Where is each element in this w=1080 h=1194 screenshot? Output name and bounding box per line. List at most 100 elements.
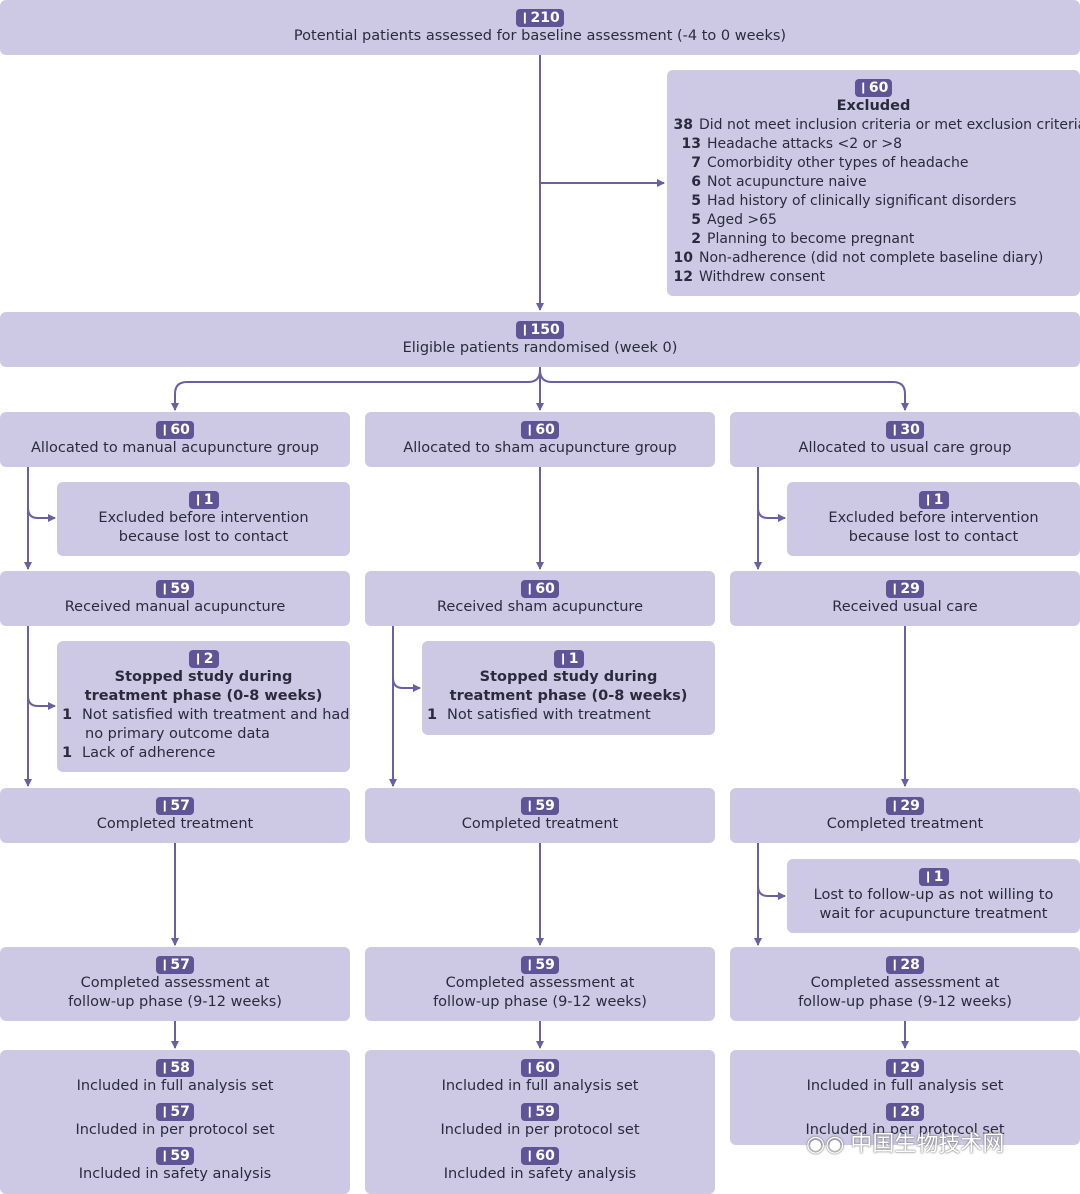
sham-analysis-box: ❙60 Included in full analysis set ❙59 In…: [365, 1050, 715, 1194]
usual-excluded-box: ❙1 Excluded before intervention because …: [787, 482, 1080, 556]
person-count-badge: ❙30: [886, 421, 924, 439]
manual-excluded-box: ❙1 Excluded before intervention because …: [57, 482, 350, 556]
person-count-badge: ❙60: [521, 1059, 559, 1077]
person-count-badge: ❙1: [918, 868, 949, 886]
person-count-badge: ❙57: [156, 797, 194, 815]
person-icon: ❙: [923, 870, 933, 883]
excluded-line2: because lost to contact: [848, 529, 1019, 545]
per-protocol-label: Included in per protocol set: [440, 1122, 640, 1138]
person-icon: ❙: [525, 1105, 535, 1118]
person-count-badge: ❙59: [521, 1103, 559, 1121]
person-icon: ❙: [858, 81, 868, 94]
per-protocol-label: Included in per protocol set: [75, 1122, 275, 1138]
person-count-badge: ❙28: [886, 1103, 924, 1121]
stopped-title1: Stopped study during: [114, 669, 293, 685]
person-icon: ❙: [890, 1105, 900, 1118]
person-count-badge: ❙150: [516, 321, 564, 339]
person-icon: ❙: [160, 582, 170, 595]
sham-followup-box: ❙59 Completed assessment at follow-up ph…: [365, 947, 715, 1021]
person-icon: ❙: [558, 652, 568, 665]
person-icon: ❙: [525, 799, 535, 812]
followup-line1: Completed assessment at: [810, 975, 1000, 991]
excluded-line1: Excluded before intervention: [828, 510, 1039, 526]
per-protocol-label: Included in per protocol set: [805, 1122, 1005, 1138]
person-icon: ❙: [923, 493, 933, 506]
allocated-label: Allocated to sham acupuncture group: [403, 440, 677, 456]
person-count-badge: ❙28: [886, 956, 924, 974]
person-icon: ❙: [160, 958, 170, 971]
person-icon: ❙: [520, 11, 530, 24]
completed-label: Completed treatment: [461, 816, 619, 832]
person-icon: ❙: [160, 1105, 170, 1118]
safety-label: Included in safety analysis: [78, 1166, 272, 1182]
person-icon: ❙: [890, 958, 900, 971]
manual-followup-box: ❙57 Completed assessment at follow-up ph…: [0, 947, 350, 1021]
assessed-label: Potential patients assessed for baseline…: [293, 28, 787, 44]
person-count-badge: ❙60: [854, 79, 893, 97]
sham-received-box: ❙60 Received sham acupuncture: [365, 571, 715, 626]
stopped-title1: Stopped study during: [479, 669, 658, 685]
person-count-badge: ❙58: [156, 1059, 194, 1077]
usual-analysis-box: ❙29 Included in full analysis set ❙28 In…: [730, 1050, 1080, 1145]
sham-completed-box: ❙59 Completed treatment: [365, 788, 715, 843]
person-icon: ❙: [193, 652, 203, 665]
manual-analysis-box: ❙58 Included in full analysis set ❙57 In…: [0, 1050, 350, 1194]
followup-line2: follow-up phase (9-12 weeks): [798, 994, 1012, 1010]
person-icon: ❙: [890, 423, 900, 436]
manual-stopped-box: ❙2 Stopped study during treatment phase …: [57, 641, 350, 772]
randomised-box: ❙150 Eligible patients randomised (week …: [0, 312, 1080, 367]
followup-line2: follow-up phase (9-12 weeks): [68, 994, 282, 1010]
excluded-line2: because lost to contact: [118, 529, 289, 545]
manual-received-box: ❙59 Received manual acupuncture: [0, 571, 350, 626]
stopped-reason-cont: no primary outcome data: [85, 726, 270, 742]
person-count-badge: ❙29: [886, 580, 924, 598]
person-icon: ❙: [525, 582, 535, 595]
person-count-badge: ❙1: [918, 491, 949, 509]
received-label: Received manual acupuncture: [64, 599, 286, 615]
full-analysis-label: Included in full analysis set: [76, 1078, 274, 1094]
received-label: Received sham acupuncture: [437, 599, 643, 615]
person-icon: ❙: [890, 799, 900, 812]
person-count-badge: ❙60: [521, 580, 559, 598]
person-icon: ❙: [525, 423, 535, 436]
person-count-badge: ❙29: [886, 797, 924, 815]
excluded-line1: Excluded before intervention: [98, 510, 309, 526]
randomised-label: Eligible patients randomised (week 0): [402, 340, 678, 356]
person-icon: ❙: [193, 493, 203, 506]
stopped-title2: treatment phase (0-8 weeks): [84, 688, 323, 704]
person-count-badge: ❙60: [156, 421, 194, 439]
watermark: ◉◉中国生物技术网: [806, 1126, 1004, 1158]
person-icon: ❙: [160, 423, 170, 436]
person-icon: ❙: [160, 1061, 170, 1074]
allocated-label: Allocated to manual acupuncture group: [31, 440, 319, 456]
safety-label: Included in safety analysis: [443, 1166, 637, 1182]
assessed-box: ❙210 Potential patients assessed for bas…: [0, 0, 1080, 55]
person-icon: ❙: [890, 1061, 900, 1074]
person-count-badge: ❙29: [886, 1059, 924, 1077]
followup-line2: follow-up phase (9-12 weeks): [433, 994, 647, 1010]
sham-allocated-box: ❙60 Allocated to sham acupuncture group: [365, 412, 715, 467]
person-count-badge: ❙59: [156, 580, 194, 598]
wechat-icon: ◉◉: [806, 1132, 845, 1157]
sham-stopped-box: ❙1 Stopped study during treatment phase …: [422, 641, 715, 735]
usual-received-box: ❙29 Received usual care: [730, 571, 1080, 626]
person-icon: ❙: [525, 1149, 535, 1162]
lost-line2: wait for acupuncture treatment: [819, 906, 1048, 922]
manual-completed-box: ❙57 Completed treatment: [0, 788, 350, 843]
person-icon: ❙: [160, 799, 170, 812]
person-count-badge: ❙59: [156, 1147, 194, 1165]
person-count-badge: ❙1: [188, 491, 219, 509]
full-analysis-label: Included in full analysis set: [441, 1078, 639, 1094]
followup-line1: Completed assessment at: [445, 975, 635, 991]
person-count-badge: ❙59: [521, 797, 559, 815]
person-icon: ❙: [160, 1149, 170, 1162]
